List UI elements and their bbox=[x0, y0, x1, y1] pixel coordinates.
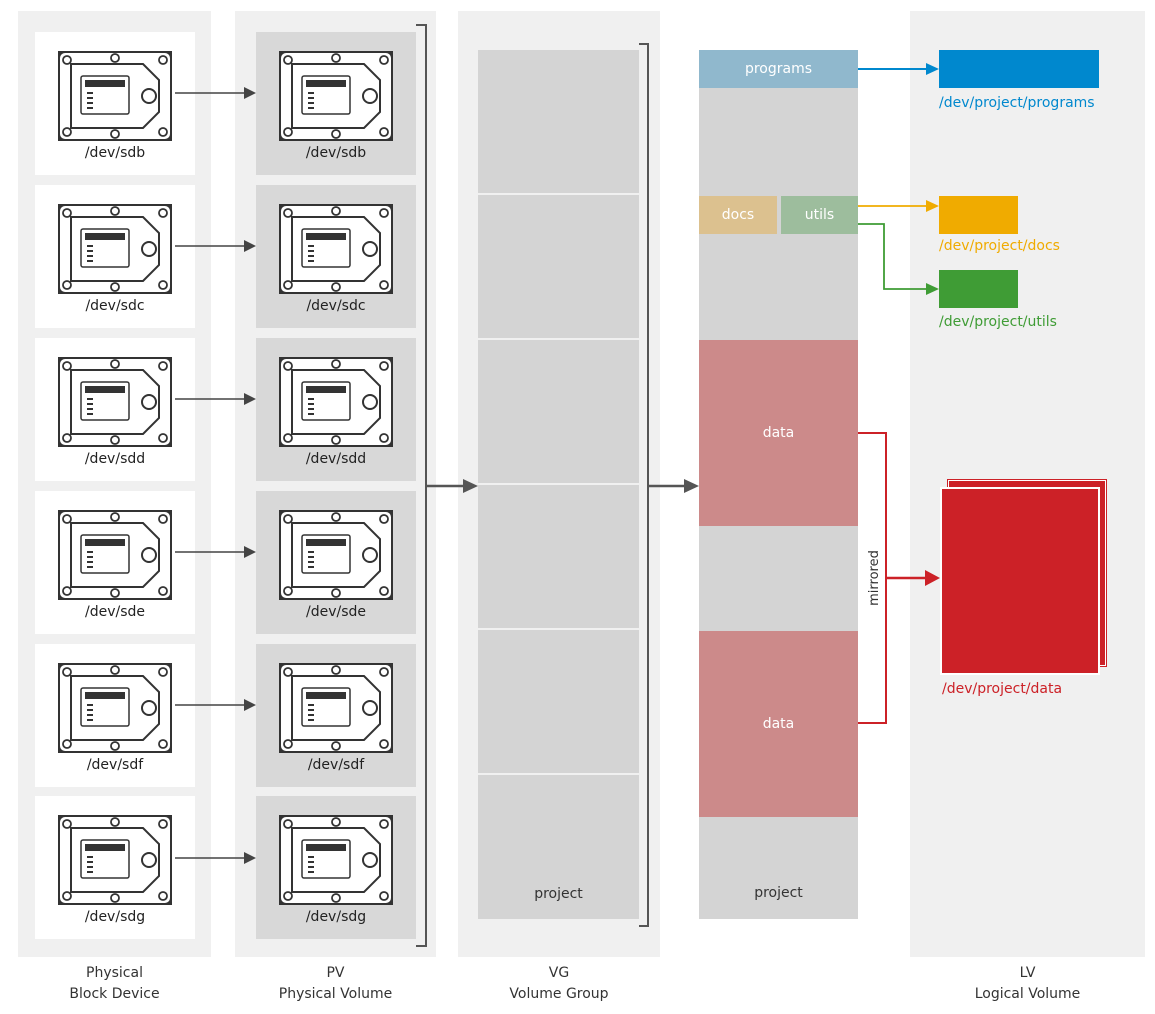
caption-line: Volume Group bbox=[509, 986, 609, 1002]
physical-volume-label: /dev/sdd bbox=[305, 451, 367, 467]
vg-to-lv-arrowhead bbox=[684, 479, 699, 493]
lv-utils-block bbox=[939, 270, 1018, 308]
caption-line: Logical Volume bbox=[974, 986, 1081, 1002]
vg-extent bbox=[478, 50, 639, 193]
vg-extent: project bbox=[478, 775, 639, 919]
segment-data-primary: data bbox=[699, 340, 858, 526]
vg-name-label: project bbox=[534, 886, 583, 902]
data-arrowhead bbox=[925, 570, 940, 586]
physical-volume-sdc: /dev/sdc bbox=[256, 185, 416, 328]
lv-docs-block bbox=[939, 196, 1018, 234]
physical-volume-label: /dev/sde bbox=[305, 604, 366, 620]
segment-utils: utils bbox=[781, 196, 858, 234]
lv-utils-path: /dev/project/utils bbox=[939, 314, 1057, 330]
block-device-label: /dev/sdf bbox=[86, 757, 144, 773]
docs-arrowhead bbox=[926, 200, 939, 212]
vg-bracket bbox=[639, 43, 649, 927]
block-device-label: /dev/sdd bbox=[84, 451, 146, 467]
lv-bar-name-label: project bbox=[754, 885, 803, 901]
lv-data-path: /dev/project/data bbox=[942, 681, 1063, 697]
physical-volume-sde: /dev/sde bbox=[256, 491, 416, 634]
block-device-sdb: /dev/sdb bbox=[35, 32, 195, 175]
caption-line: Physical bbox=[86, 965, 143, 981]
physical-volume-label: /dev/sdf bbox=[307, 757, 365, 773]
block-device-sdd: /dev/sdd bbox=[35, 338, 195, 481]
lv-programs-path: /dev/project/programs bbox=[939, 95, 1095, 111]
pv-bracket bbox=[416, 24, 427, 947]
programs-arrowhead bbox=[926, 63, 939, 75]
pv-to-vg-arrowhead bbox=[463, 479, 478, 493]
vg-extent bbox=[478, 340, 639, 483]
lv-data-front-block bbox=[940, 487, 1100, 675]
block-device-label: /dev/sde bbox=[84, 604, 145, 620]
block-device-sdf: /dev/sdf bbox=[35, 644, 195, 787]
physical-volume-label: /dev/sdg bbox=[305, 909, 367, 925]
caption-line: VG bbox=[548, 965, 570, 981]
physical-volume-sdf: /dev/sdf bbox=[256, 644, 416, 787]
segment-docs: docs bbox=[699, 196, 777, 234]
block-device-label: /dev/sdg bbox=[84, 909, 146, 925]
caption-line: Block Device bbox=[69, 986, 160, 1002]
block-to-pv-arrows bbox=[175, 87, 256, 864]
physical-volume-label: /dev/sdb bbox=[305, 145, 367, 161]
caption-volume-group: VG Volume Group bbox=[458, 963, 660, 1005]
block-device-label: /dev/sdc bbox=[85, 298, 145, 314]
mirrored-label: mirrored bbox=[867, 550, 882, 606]
segment-data-mirror: data bbox=[699, 631, 858, 817]
block-device-sdg: /dev/sdg bbox=[35, 796, 195, 939]
physical-volume-sdb: /dev/sdb bbox=[256, 32, 416, 175]
caption-line: Physical Volume bbox=[278, 986, 393, 1002]
block-device-sde: /dev/sde bbox=[35, 491, 195, 634]
block-device-sdc: /dev/sdc bbox=[35, 185, 195, 328]
block-device-label: /dev/sdb bbox=[84, 145, 146, 161]
vg-extent bbox=[478, 485, 639, 628]
lv-programs-block bbox=[939, 50, 1099, 88]
physical-volume-sdd: /dev/sdd bbox=[256, 338, 416, 481]
caption-line: PV bbox=[326, 965, 345, 981]
utils-arrowhead bbox=[926, 283, 939, 295]
segment-programs: programs bbox=[699, 50, 858, 88]
lv-docs-path: /dev/project/docs bbox=[939, 238, 1060, 254]
vg-extent bbox=[478, 630, 639, 773]
physical-volume-label: /dev/sdc bbox=[306, 298, 366, 314]
vg-extent bbox=[478, 195, 639, 338]
caption-physical-block-device: Physical Block Device bbox=[18, 963, 211, 1005]
caption-logical-volume: LV Logical Volume bbox=[910, 963, 1145, 1005]
physical-volume-sdg: /dev/sdg bbox=[256, 796, 416, 939]
caption-line: LV bbox=[1019, 965, 1036, 981]
caption-physical-volume: PV Physical Volume bbox=[235, 963, 436, 1005]
